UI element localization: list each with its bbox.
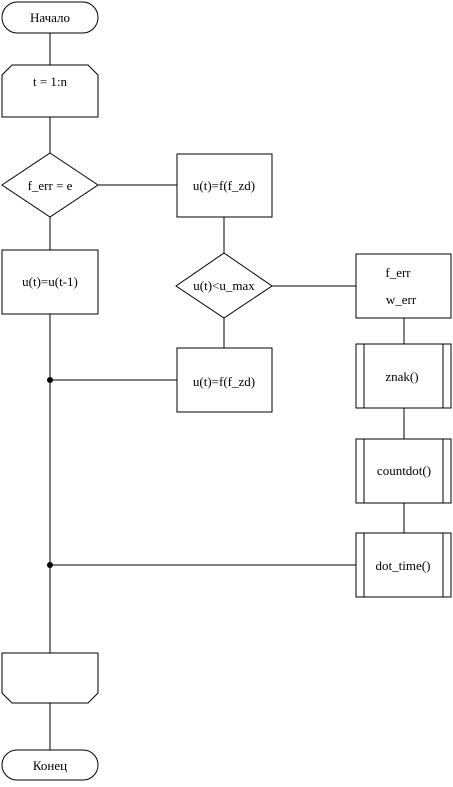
predefined-process-znak: znak() [355, 343, 452, 409]
process-assign-prev-label: u(t)=u(t-1) [22, 274, 78, 289]
start-terminator: Начало [1, 1, 99, 34]
io-w-err-label: w_err [386, 292, 417, 307]
process-assign-prev: u(t)=u(t-1) [1, 249, 99, 315]
loop-begin-label: t = 1:n [33, 74, 68, 89]
end-terminator: Конец [1, 749, 99, 781]
junction-dot-lower [47, 562, 53, 568]
process-assign-fzd-2: u(t)=f(f_zd) [176, 347, 273, 413]
proc-countdot-label: countdot() [377, 463, 431, 478]
loop-begin-block: t = 1:n [1, 64, 99, 118]
proc-dot-time-label: dot_time() [376, 558, 431, 573]
decision-umax: u(t)<u_max [175, 252, 273, 319]
end-label: Конец [33, 758, 67, 773]
proc-znak-label: znak() [385, 369, 418, 384]
io-f-err-label: f_err [385, 265, 411, 280]
loop-end-block [1, 652, 99, 704]
predefined-process-countdot: countdot() [355, 438, 452, 504]
io-block-errors: f_err w_err [355, 253, 452, 319]
decision-umax-label: u(t)<u_max [193, 278, 255, 293]
start-label: Начало [30, 10, 70, 25]
junction-dot-upper [47, 377, 53, 383]
predefined-process-dot-time: dot_time() [355, 532, 452, 598]
decision-ferr: f_err = e [1, 152, 99, 218]
connectors [47, 33, 405, 750]
process-assign-fzd-1-label: u(t)=f(f_zd) [193, 178, 255, 193]
decision-ferr-label: f_err = e [28, 178, 73, 193]
process-assign-fzd-1: u(t)=f(f_zd) [176, 153, 273, 218]
process-assign-fzd-2-label: u(t)=f(f_zd) [193, 374, 255, 389]
